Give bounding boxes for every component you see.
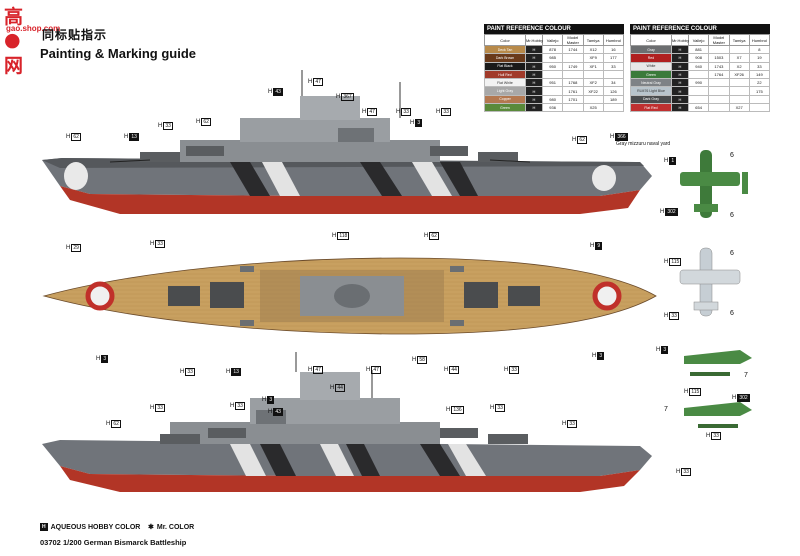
note-gray-yard: Gray mizzuru naval yard	[616, 141, 671, 147]
hull-red-bottom	[60, 466, 640, 492]
paint-cell	[748, 103, 771, 113]
title-chinese: 同标贴指示	[42, 28, 108, 42]
star-icon: ✱	[148, 524, 154, 531]
plane-marking-6: 6	[730, 152, 734, 159]
watermark-url: gao.shop.com	[6, 24, 61, 33]
legend-mrcolor: ✱ Mr. COLOR	[148, 523, 195, 532]
plane-marking-6c: 6	[730, 250, 734, 257]
plane-side-1	[684, 350, 752, 376]
paint-reference-left: PAINT REFERENCE COLOUR Color Mr.Hobby Va…	[484, 24, 625, 113]
stern-wave-white	[592, 165, 616, 191]
hull-gray-bottom	[42, 440, 652, 476]
side-profile-top	[42, 70, 652, 214]
stern-air-recognition-disk	[592, 281, 622, 311]
legend-aqueous: H AQUEOUS HOBBY COLOR	[40, 523, 140, 531]
side-profile-bottom	[42, 352, 652, 492]
plane-light-bottom	[679, 247, 741, 317]
plane-marking-6b: 6	[730, 212, 734, 219]
legend-mrcolor-label: Mr. COLOR	[156, 523, 195, 531]
bow-wave-white	[64, 162, 88, 190]
plane-marking-7: 7	[744, 372, 748, 379]
watermark-text: 高●网	[4, 6, 25, 77]
col-humbrol: Humbrol	[748, 34, 771, 46]
top-view	[42, 257, 657, 335]
bow-air-recognition-disk	[85, 281, 115, 311]
legend-aqueous-label: AQUEOUS HOBBY COLOR	[50, 523, 141, 531]
kit-footer: 03702 1/200 German Bismarck Battleship	[40, 538, 187, 547]
paint-table-left: Color Mr.Hobby Vallejo Model Master Tami…	[484, 34, 625, 113]
paint-reference-right: PAINT REFERENCE COLOUR Color Mr.Hobby Va…	[630, 24, 771, 113]
paint-reference-title-right: PAINT REFERENCE COLOUR	[630, 24, 770, 34]
plane-marking-6d: 6	[730, 310, 734, 317]
plane-marking-7b: 7	[664, 406, 668, 413]
paint-reference-title: PAINT REFERENCE COLOUR	[484, 24, 624, 34]
paint-cell	[602, 103, 625, 113]
legend-h-mark: H	[40, 523, 48, 531]
hull-red-top	[60, 186, 640, 214]
paint-table-right: Color Mr.Hobby Vallejo Model Master Tami…	[630, 34, 771, 113]
arado-planes	[679, 150, 752, 428]
plane-side-2	[684, 402, 752, 428]
page-title: Painting & Marking guide	[40, 46, 197, 61]
plane-green-top	[680, 150, 748, 218]
